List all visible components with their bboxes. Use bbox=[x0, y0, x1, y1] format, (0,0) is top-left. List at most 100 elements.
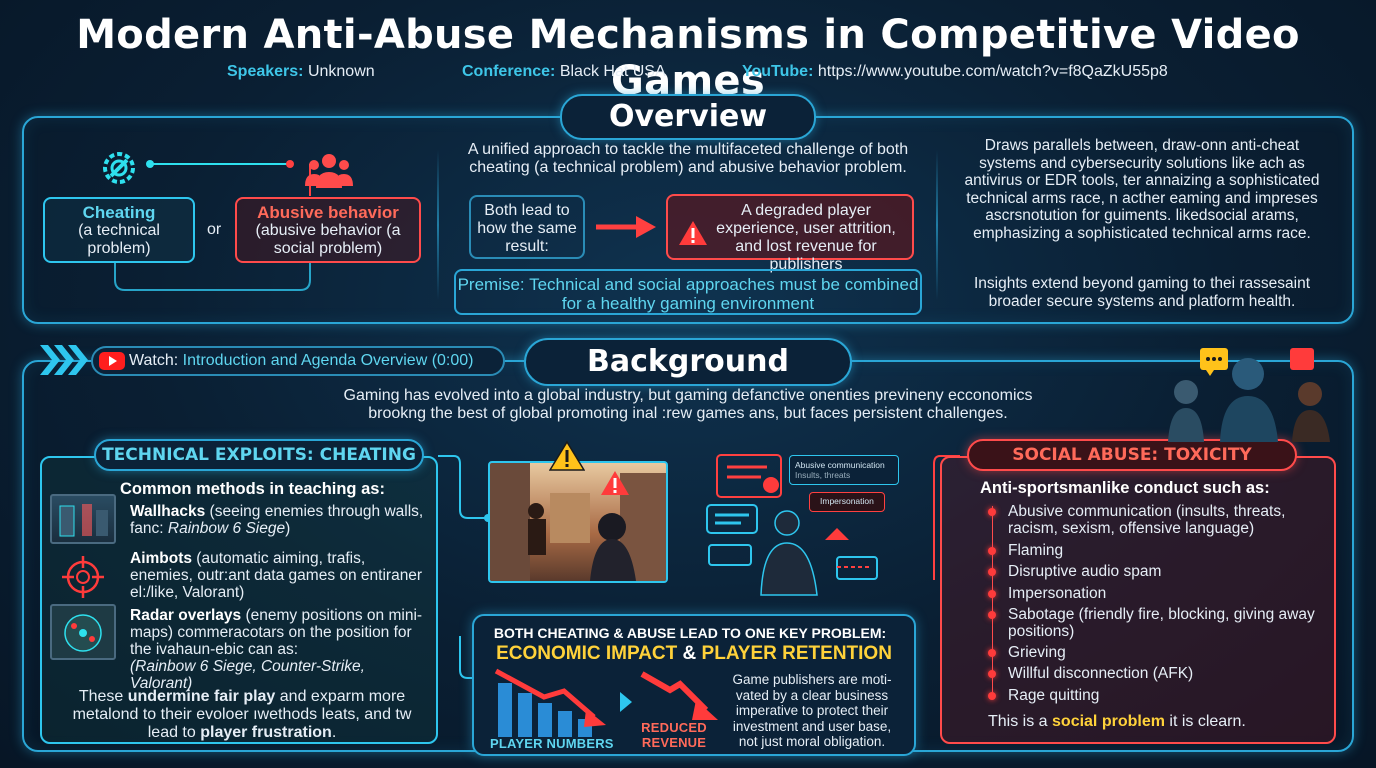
social-intro: Anti-sportsmanlike conduct such as: bbox=[980, 479, 1270, 497]
player-retention-label: PLAYER RETENTION bbox=[701, 643, 892, 664]
wallhacks-game: Rainbow 6 Siege bbox=[167, 520, 286, 537]
publishers-text: Game publishers are moti-vated by a clea… bbox=[732, 672, 892, 749]
technical-header: TECHNICAL EXPLOITS: CHEATING bbox=[94, 439, 424, 471]
chat-bubble-abusive-title: Abusive communication bbox=[795, 460, 885, 470]
divider bbox=[936, 150, 938, 300]
common-methods-label: Common methods in teaching as: bbox=[120, 480, 385, 498]
parallels-text: Draws parallels between, draw-onn anti-c… bbox=[964, 137, 1320, 242]
radar-desc: (enemy positions on mini-maps) commeraco… bbox=[130, 607, 423, 658]
youtube-icon bbox=[99, 352, 125, 370]
cheating-subtitle: (a technical problem) bbox=[78, 222, 160, 257]
abusive-subtitle: (abusive behavior (a social problem) bbox=[255, 222, 401, 257]
technical-footer-a: These bbox=[78, 688, 128, 705]
aimbots-desc: (automatic aiming, trafis, enemies, outr… bbox=[130, 550, 423, 601]
social-item-text: Willful disconnection (AFK) bbox=[1008, 665, 1194, 682]
youtube-label: YouTube: bbox=[742, 63, 814, 80]
page-title: Modern Anti-Abuse Mechanisms in Competit… bbox=[76, 12, 1300, 104]
conference-label: Conference: bbox=[462, 63, 556, 80]
radar-thumbnail bbox=[50, 604, 116, 660]
ampersand: & bbox=[677, 643, 702, 664]
radar-games: (Rainbow 6 Siege, Counter-Strike, Valora… bbox=[130, 658, 365, 692]
abusive-box: Abusive behavior (abusive behavior (a so… bbox=[235, 197, 421, 263]
player-numbers-label: PLAYER NUMBERS bbox=[490, 736, 614, 751]
game-screen-illustration bbox=[488, 461, 668, 583]
chart-down-icon bbox=[640, 670, 720, 722]
watch-link-text: Introduction and Agenda Overview (0:00) bbox=[182, 352, 474, 369]
social-footer: This is a social problem it is clearn. bbox=[988, 713, 1246, 731]
player-numbers-chart-icon bbox=[494, 667, 612, 737]
social-header: SOCIAL ABUSE: TOXICITY bbox=[967, 439, 1297, 471]
insights-text: Insights extend beyond gaming to thei ra… bbox=[973, 275, 1311, 310]
degraded-text: A degraded player experience, user attri… bbox=[716, 202, 896, 273]
social-item: Disruptive audio spam bbox=[988, 563, 1318, 580]
chat-bubble-impersonation: Impersonation bbox=[809, 492, 885, 512]
social-footer-b: social problem bbox=[1052, 713, 1165, 730]
both-lead-box: Both lead to how the same result: bbox=[469, 195, 585, 259]
technical-footer-b1: undermine fair play bbox=[127, 688, 276, 705]
divider bbox=[437, 150, 439, 300]
chat-illustration bbox=[705, 445, 905, 600]
youtube-link[interactable]: https://www.youtube.com/watch?v=f8QaZkU5… bbox=[817, 63, 1168, 80]
radar-label: Radar overlays bbox=[130, 607, 242, 624]
social-item: Willful disconnection (AFK) bbox=[988, 665, 1318, 682]
social-item: Impersonation bbox=[988, 585, 1318, 602]
chat-bubble-abusive-sub: Insults, threats bbox=[795, 470, 851, 480]
speakers-value: Unknown bbox=[307, 63, 375, 80]
overview-heading: Overview bbox=[560, 94, 816, 140]
social-item-text: Sabotage (friendly fire, blocking, givin… bbox=[1008, 606, 1315, 640]
watch-link[interactable]: Watch: Introduction and Agenda Overview … bbox=[91, 346, 505, 376]
arrow-right-icon bbox=[620, 692, 632, 712]
wallhacks-desc: (seeing enemies through walls, fanc: bbox=[130, 503, 424, 537]
warning-icon bbox=[600, 470, 630, 496]
technical-footer: These undermine fair play and exparm mor… bbox=[64, 688, 420, 742]
abusive-title: Abusive behavior bbox=[257, 203, 399, 222]
gamers-illustration bbox=[1160, 338, 1336, 442]
crosshair-icon bbox=[60, 554, 106, 600]
social-item: Grieving bbox=[988, 644, 1318, 661]
warning-icon bbox=[678, 220, 708, 246]
wallhacks-end: ) bbox=[285, 520, 291, 537]
speakers-line: Speakers: Unknown bbox=[227, 63, 375, 81]
social-footer-a: This is a bbox=[988, 713, 1053, 730]
key-problem-top: BOTH CHEATING & ABUSE LEAD TO ONE KEY PR… bbox=[493, 625, 887, 641]
speakers-label: Speakers: bbox=[227, 63, 304, 80]
unified-text: A unified approach to tackle the multifa… bbox=[467, 141, 909, 176]
youtube-line: YouTube: https://www.youtube.com/watch?v… bbox=[742, 63, 1168, 81]
aimbots-item: Aimbots (automatic aiming, trafis, enemi… bbox=[130, 550, 430, 601]
conference-value: Black Hat USA bbox=[559, 63, 666, 80]
or-label: or bbox=[207, 221, 222, 238]
overview-connector-lines bbox=[114, 160, 311, 291]
social-item: Rage quitting bbox=[988, 687, 1318, 704]
background-intro: Gaming has evolved into a global industr… bbox=[343, 387, 1033, 422]
aimbots-label: Aimbots bbox=[130, 550, 192, 567]
social-item-text: Abusive communication (insults, threats,… bbox=[1008, 503, 1286, 537]
social-item: Sabotage (friendly fire, blocking, givin… bbox=[988, 606, 1318, 640]
chevrons-icon bbox=[38, 343, 88, 377]
cheating-box: Cheating (a technical problem) bbox=[43, 197, 195, 263]
technical-footer-b2: player frustration bbox=[200, 724, 332, 741]
wallhacks-label: Wallhacks bbox=[130, 503, 206, 520]
group-icon bbox=[304, 150, 354, 190]
arrow-right-icon bbox=[596, 214, 658, 240]
cheating-title: Cheating bbox=[82, 203, 156, 222]
wallhacks-item: Wallhacks (seeing enemies through walls,… bbox=[130, 503, 430, 537]
key-problem-main: ECONOMIC IMPACT & PLAYER RETENTION bbox=[472, 643, 916, 665]
watch-label: Watch: bbox=[129, 352, 179, 369]
social-item-text: Flaming bbox=[1008, 542, 1064, 559]
social-item-text: Impersonation bbox=[1008, 585, 1107, 602]
social-item: Flaming bbox=[988, 542, 1318, 559]
technical-footer-c: and exparm more metalond to their evoloe… bbox=[72, 688, 412, 741]
chat-bubble-abusive: Abusive communication Insults, threats bbox=[789, 455, 899, 485]
social-footer-c: it is clearn. bbox=[1164, 713, 1246, 730]
social-item-text: Grieving bbox=[1008, 644, 1066, 661]
wallhack-thumbnail bbox=[50, 494, 116, 544]
social-item: Abusive communication (insults, threats,… bbox=[988, 503, 1318, 537]
conference-line: Conference: Black Hat USA bbox=[462, 63, 666, 81]
premise-box: Premise: Technical and social approaches… bbox=[454, 269, 922, 315]
social-list-line bbox=[992, 506, 993, 698]
gear-wrench-icon bbox=[97, 146, 141, 190]
background-heading: Background bbox=[524, 338, 852, 386]
reduced-revenue-label: REDUCED REVENUE bbox=[641, 720, 707, 750]
warning-icon bbox=[548, 440, 586, 472]
social-item-text: Rage quitting bbox=[1008, 687, 1100, 704]
